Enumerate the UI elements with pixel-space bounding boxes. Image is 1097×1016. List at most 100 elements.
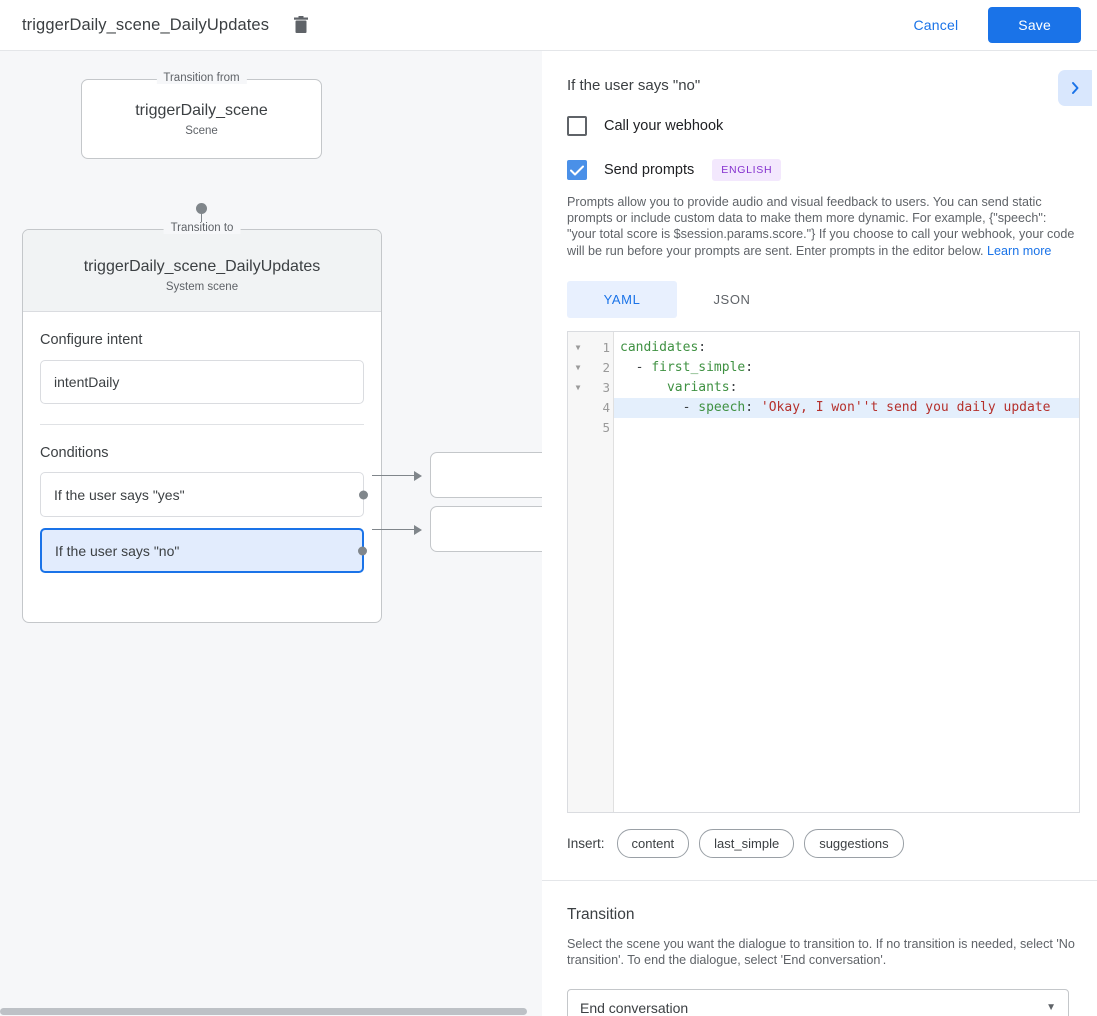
format-tabs: YAML JSON (567, 280, 1097, 318)
edge-no-arrowhead (414, 525, 422, 535)
transition-select[interactable]: End conversation ▼ (567, 988, 1069, 1016)
panel-title: If the user says "no" (567, 77, 701, 94)
code-token: - (620, 359, 652, 375)
transition-from-node[interactable]: Transition from triggerDaily_scene Scene (81, 72, 322, 159)
checkmark-icon (570, 165, 584, 175)
send-prompts-checkbox[interactable] (567, 160, 587, 180)
line-number-label: 2 (602, 360, 610, 376)
transition-from-title: triggerDaily_scene (135, 102, 268, 119)
insert-chip-last_simple[interactable]: last_simple (699, 828, 795, 858)
delete-button[interactable] (289, 13, 313, 37)
editor-code-area[interactable]: candidates: - first_simple: variants: - … (614, 332, 1079, 812)
condition-item-yes[interactable]: If the user says "yes" (40, 472, 368, 517)
edge-no (372, 529, 414, 530)
condition-item-no[interactable]: If the user says "no" (40, 528, 367, 573)
page-title: triggerDaily_scene_DailyUpdates (22, 15, 270, 34)
insert-chip-suggestions[interactable]: suggestions (804, 828, 904, 858)
edge-yes (372, 475, 414, 476)
intent-field[interactable]: intentDaily (40, 360, 364, 404)
transition-from-legend: Transition from (156, 72, 247, 84)
canvas-horizontal-scrollbar[interactable] (0, 1007, 542, 1016)
editor-code-line[interactable] (614, 418, 1079, 438)
transition-to-legend: Transition to (163, 222, 241, 234)
prompts-description: Prompts allow you to provide audio and v… (567, 194, 1077, 259)
editor-line-number: 5 (568, 418, 613, 438)
webhook-checkbox[interactable] (567, 116, 587, 136)
top-bar: triggerDaily_scene_DailyUpdates Cancel S… (0, 0, 1097, 51)
condition-connector-dot (358, 546, 367, 555)
fold-triangle-icon[interactable]: ▼ (575, 343, 581, 353)
transition-section-title: Transition (567, 905, 635, 923)
edge-yes-arrowhead (414, 471, 422, 481)
code-token: - (620, 399, 699, 415)
transition-to-header: triggerDaily_scene_DailyUpdates System s… (23, 230, 381, 312)
editor-code-line[interactable]: - first_simple: (614, 358, 1079, 378)
editor-line-number: ▼2 (568, 358, 613, 378)
transition-section-description: Select the scene you want the dialogue t… (567, 936, 1075, 968)
code-token: first_simple (651, 359, 746, 375)
condition-connector-dot (359, 490, 368, 499)
target-card-yes[interactable] (430, 452, 542, 498)
editor-line-number: ▼3 (568, 378, 613, 398)
flow-canvas[interactable]: Transition from triggerDaily_scene Scene… (0, 51, 542, 1016)
conditions-label: Conditions (40, 445, 109, 461)
target-card-no[interactable] (430, 506, 542, 552)
transition-select-value: End conversation (580, 999, 689, 1016)
prompts-row[interactable]: Send prompts ENGLISH (542, 159, 1097, 181)
code-token (620, 380, 667, 395)
fold-triangle-icon[interactable]: ▼ (575, 363, 581, 373)
webhook-label: Call your webhook (604, 118, 724, 134)
transition-to-subtitle: System scene (165, 281, 239, 293)
top-bar-actions: Cancel Save (898, 7, 1097, 43)
transition-to-node[interactable]: Transition to triggerDaily_scene_DailyUp… (22, 222, 382, 623)
line-number-label: 5 (602, 420, 610, 436)
cancel-button[interactable]: Cancel (898, 8, 975, 42)
code-token: : (698, 339, 707, 355)
fold-triangle-icon[interactable]: ▼ (575, 383, 581, 393)
editor-line-number: 4 (568, 398, 613, 418)
insert-row: Insert: content last_simple suggestions (567, 828, 1097, 858)
chevron-down-icon: ▼ (1046, 1002, 1056, 1014)
chevron-right-icon (1072, 82, 1079, 94)
send-prompts-label: Send prompts (604, 162, 695, 178)
webhook-row[interactable]: Call your webhook (542, 116, 1097, 136)
configure-intent-section: Configure intent intentDaily (23, 312, 381, 425)
line-number-label: 3 (602, 380, 610, 396)
line-number-label: 1 (602, 340, 610, 356)
prompts-description-text: Prompts allow you to provide audio and v… (567, 195, 1075, 258)
details-panel: If the user says "no" Call your webhook … (542, 51, 1097, 1016)
editor-line-number: ▼1 (568, 338, 613, 358)
transition-from-subtitle: Scene (185, 125, 218, 137)
learn-more-link[interactable]: Learn more (987, 243, 1052, 258)
insert-chip-content[interactable]: content (616, 828, 690, 858)
code-token: variants (666, 379, 730, 395)
configure-intent-label: Configure intent (40, 332, 143, 348)
language-badge: ENGLISH (712, 159, 782, 181)
section-divider (40, 424, 364, 425)
editor-code-line[interactable]: candidates: (614, 338, 1079, 358)
expand-panel-button[interactable] (1058, 70, 1092, 106)
code-token: 'Okay, I won''t send you daily update (760, 399, 1051, 415)
trash-icon (294, 16, 309, 33)
panel-section-divider (542, 879, 1097, 881)
tab-yaml[interactable]: YAML (567, 280, 677, 318)
tab-json[interactable]: JSON (713, 291, 751, 307)
code-token: candidates (620, 339, 699, 355)
save-button[interactable]: Save (988, 7, 1081, 43)
condition-item-label: If the user says "yes" (54, 486, 185, 503)
condition-item-label: If the user says "no" (55, 542, 180, 559)
editor-code-line[interactable]: variants: (614, 378, 1079, 398)
transition-to-title: triggerDaily_scene_DailyUpdates (83, 258, 321, 275)
line-number-label: 4 (602, 400, 610, 416)
conditions-section: Conditions If the user says "yes" If the… (23, 425, 381, 573)
insert-chips: content last_simple suggestions (616, 828, 914, 858)
insert-label: Insert: (567, 835, 605, 851)
panel-header: If the user says "no" (542, 51, 1097, 106)
code-token: : (729, 379, 738, 395)
editor-code-line[interactable]: - speech: 'Okay, I won''t send you daily… (614, 397, 1079, 418)
code-token: speech (698, 399, 746, 415)
code-token: : (745, 399, 761, 415)
code-token: : (745, 359, 754, 375)
